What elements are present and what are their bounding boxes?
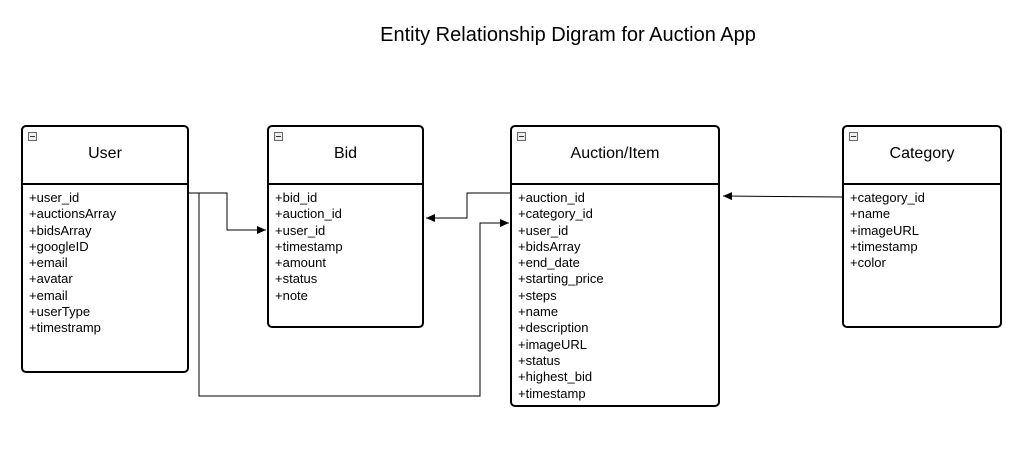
- field-image-url: +imageURL: [850, 222, 920, 238]
- field-status: +status: [518, 352, 561, 368]
- collapse-icon[interactable]: [274, 132, 283, 141]
- field-steps: +steps: [518, 287, 557, 303]
- field-note: +note: [275, 287, 308, 303]
- entity-bid-name: Bid: [333, 145, 358, 162]
- field-auction-id: +auction_id: [275, 206, 342, 222]
- field-category-id: +category_id: [518, 206, 593, 222]
- field-timestamp: +timestamp: [275, 238, 343, 254]
- entity-category-header: Category: [844, 127, 1000, 185]
- collapse-icon[interactable]: [849, 132, 858, 141]
- entity-category-fields: +category_id +name +imageURL +timestamp …: [844, 185, 1000, 271]
- collapse-icon[interactable]: [28, 132, 37, 141]
- field-timestamp: +timestamp: [850, 238, 918, 254]
- entity-user-fields: +user_id +auctionsArray +bidsArray +goog…: [23, 185, 187, 337]
- field-timestamp: +timestamp: [518, 385, 586, 401]
- field-name: +name: [850, 206, 891, 222]
- connector-user-to-auction[interactable]: [198, 193, 509, 397]
- entity-category[interactable]: Category +category_id +name +imageURL +t…: [842, 125, 1002, 328]
- field-bid-id: +bid_id: [275, 190, 318, 205]
- field-email: +email: [29, 255, 68, 271]
- entity-category-name: Category: [889, 145, 955, 162]
- diagram-title: Entity Relationship Digram for Auction A…: [380, 24, 756, 46]
- field-avatar: +avatar: [29, 271, 73, 287]
- entity-bid-fields: +bid_id +auction_id +user_id +timestamp …: [269, 185, 422, 304]
- collapse-icon[interactable]: [517, 132, 526, 141]
- field-image-url: +imageURL: [518, 336, 588, 352]
- connector-user-to-bid[interactable]: [189, 192, 266, 234]
- field-description: +description: [518, 320, 589, 336]
- field-email-2: +email: [29, 287, 68, 303]
- entity-user[interactable]: User +user_id +auctionsArray +bidsArray …: [21, 125, 189, 373]
- field-starting-price: +starting_price: [518, 271, 604, 287]
- entity-bid-header: Bid: [269, 127, 422, 185]
- entity-auction-item-header: Auction/Item: [512, 127, 718, 185]
- field-status: +status: [275, 271, 318, 287]
- connector-auction-to-bid[interactable]: [426, 192, 510, 222]
- field-highest-bid: +highest_bid: [518, 369, 593, 385]
- field-bids-array: +bidsArray: [518, 238, 581, 254]
- field-user-type: +userType: [29, 304, 91, 320]
- field-user-id: +user_id: [275, 222, 326, 238]
- entity-auction-item-fields: +auction_id +category_id +user_id +bidsA…: [512, 185, 718, 402]
- field-auctions-array: +auctionsArray: [29, 206, 117, 222]
- field-amount: +amount: [275, 255, 326, 271]
- entity-bid[interactable]: Bid +bid_id +auction_id +user_id +timest…: [267, 125, 424, 328]
- connector-category-to-auction[interactable]: [722, 192, 843, 201]
- field-user-id: +user_id: [518, 222, 569, 238]
- field-google-id: +googleID: [29, 238, 89, 254]
- field-name: +name: [518, 304, 559, 320]
- field-category-id: +category_id: [850, 190, 925, 205]
- entity-auction-item-name: Auction/Item: [570, 145, 660, 162]
- field-color: +color: [850, 255, 886, 271]
- field-auction-id: +auction_id: [518, 190, 585, 205]
- field-bids-array: +bidsArray: [29, 222, 92, 238]
- entity-user-header: User: [23, 127, 187, 185]
- field-timestramp: +timestramp: [29, 320, 101, 336]
- field-end-date: +end_date: [518, 255, 580, 271]
- field-user-id: +user_id: [29, 190, 80, 205]
- entity-auction-item[interactable]: Auction/Item +auction_id +category_id +u…: [510, 125, 720, 407]
- entity-user-name: User: [88, 145, 122, 162]
